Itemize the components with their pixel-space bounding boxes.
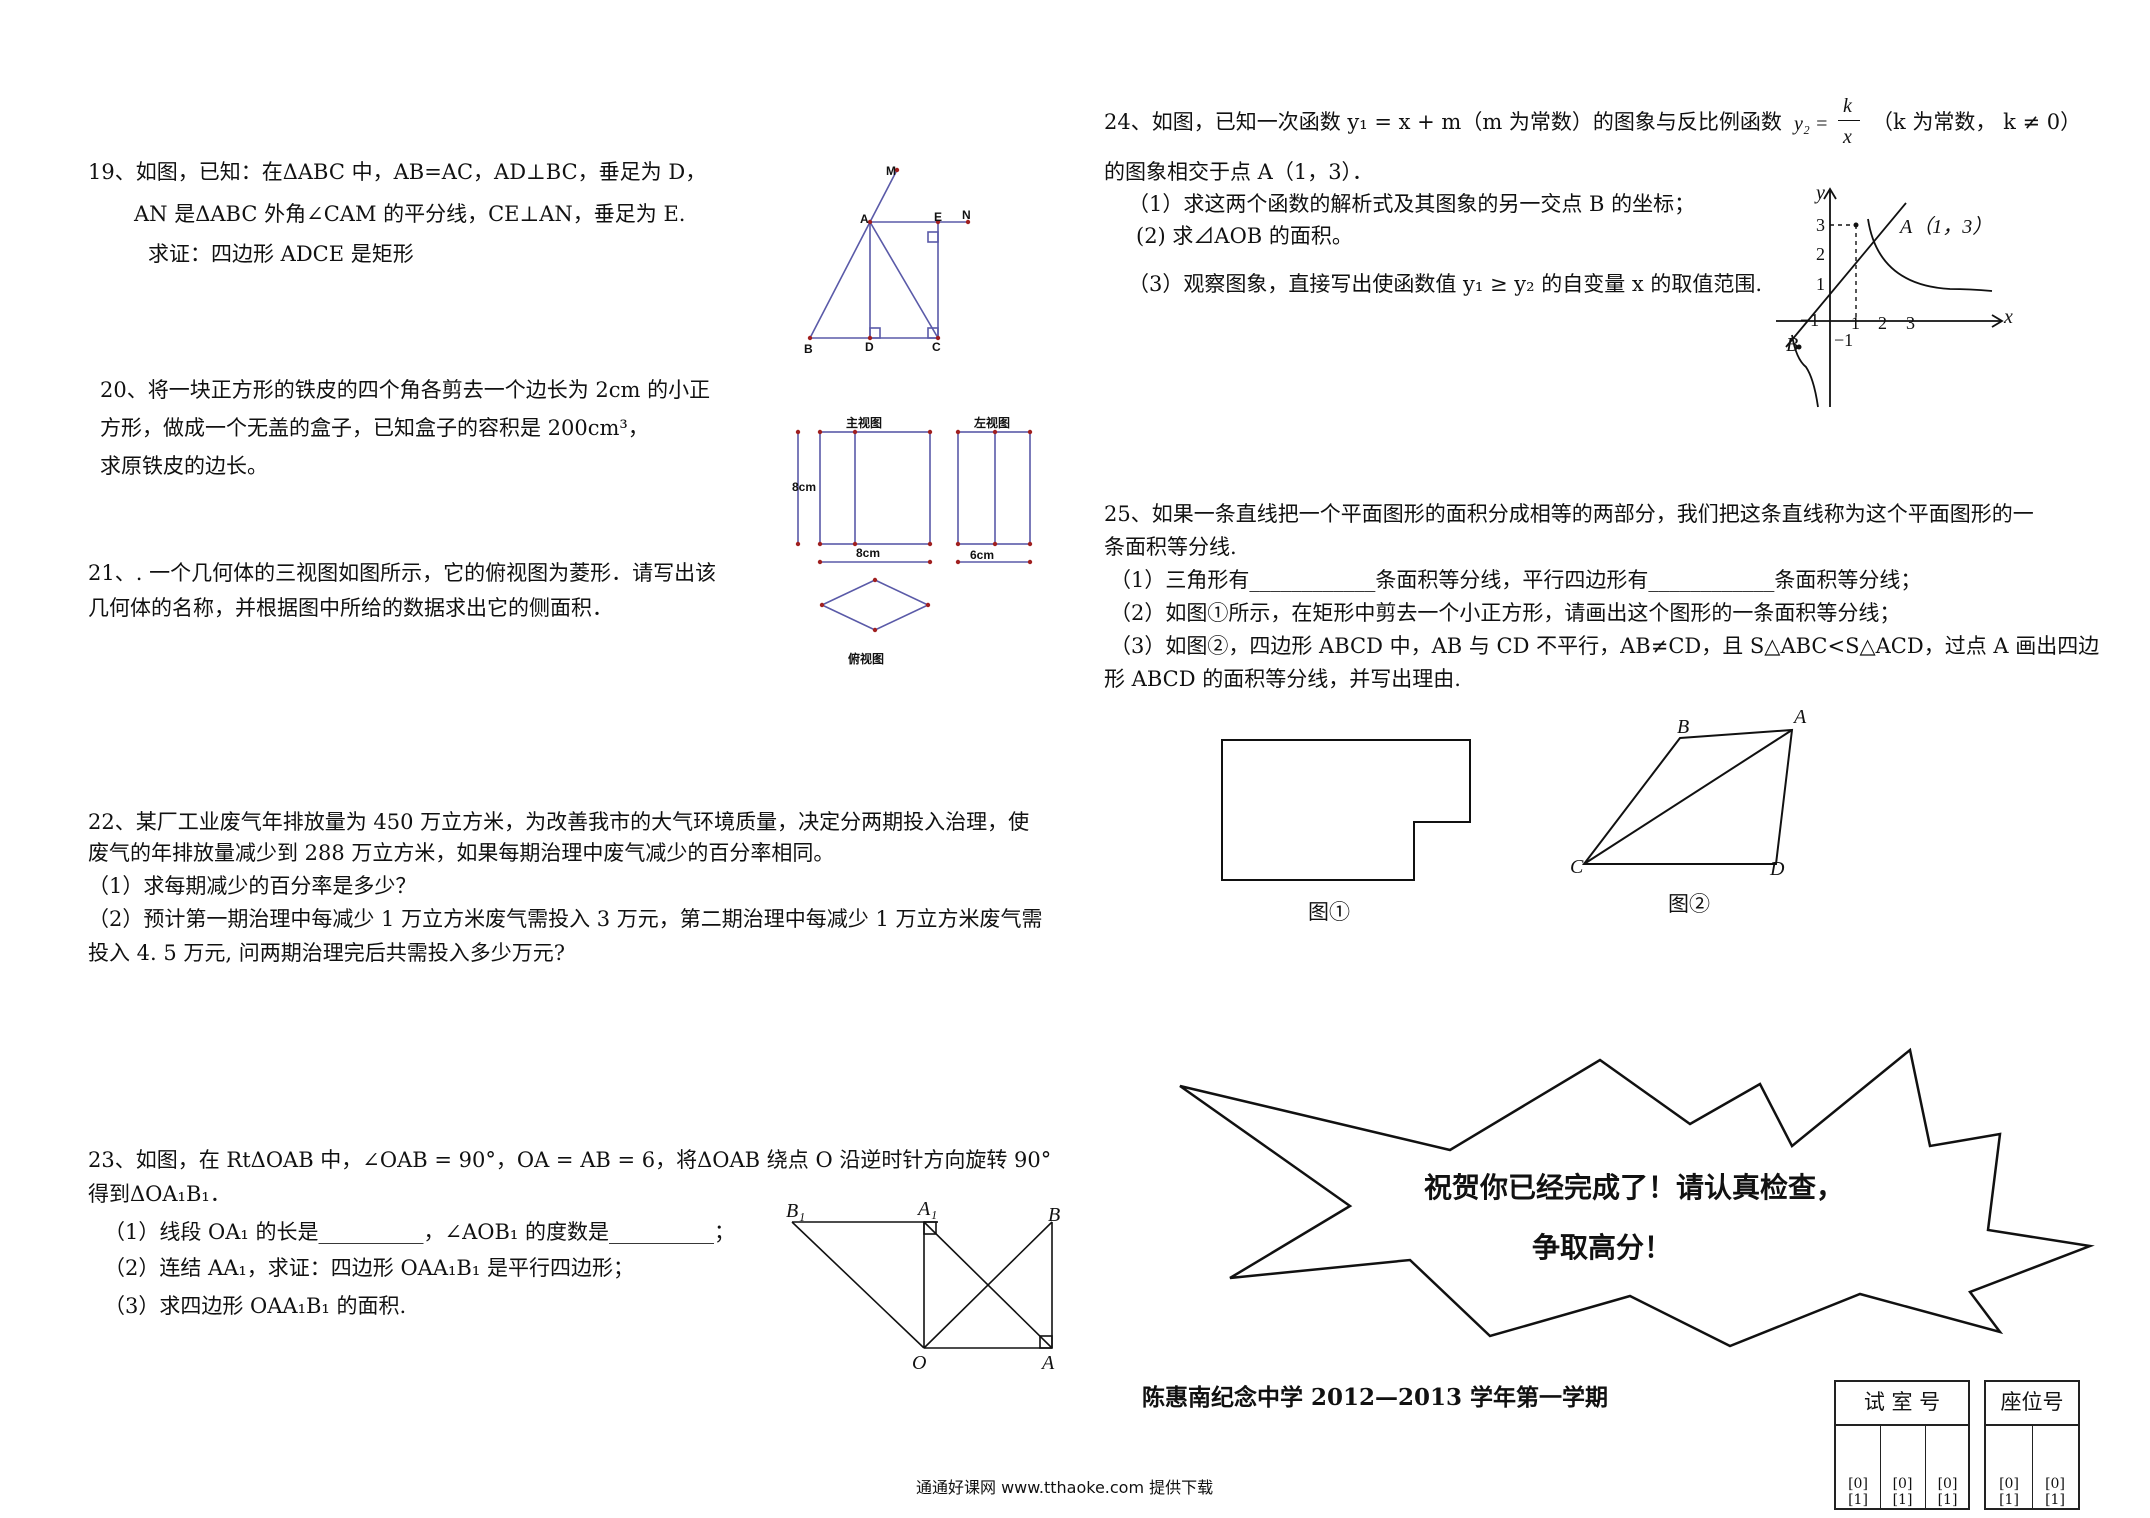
q24-line-1b: （k 为常数， k ≠ 0）: [1872, 110, 2082, 134]
q19-line-3: 求证：四边形 ADCE 是矩形: [148, 242, 414, 266]
q23-line-2: 得到ΔOA₁B₁．: [88, 1182, 231, 1206]
q24-tick-ym1: −1: [1834, 330, 1854, 350]
q25-line-6: 形 ABCD 的面积等分线，并写出理由.: [1104, 667, 1461, 691]
q24-label-x: x: [2004, 306, 2013, 328]
q25-figure-2-caption: 图②: [1668, 892, 1710, 916]
exam-room-cell-2: [0] [1]: [1892, 1476, 1913, 1508]
footer-source: 通通好课网 www.tthaoke.com 提供下载: [916, 1478, 1214, 1497]
q19-label-d: D: [865, 340, 874, 354]
q19-label-a: A: [860, 212, 869, 226]
q24-label-b: B: [1786, 334, 1799, 356]
q24-formula-den: x: [1843, 126, 1852, 148]
q23-line-3: （1）线段 OA₁ 的长是__________，∠AOB₁ 的度数是______…: [104, 1220, 736, 1244]
q24-line-1: 24、如图，已知一次函数 y₁ = x + m（m 为常数）的图象与反比例函数: [1104, 110, 1782, 134]
q24-graph: [1776, 187, 2004, 408]
q19-figure: [807, 167, 971, 341]
q23-figure: [791, 1221, 1053, 1349]
q21-label-height: 8cm: [792, 480, 817, 494]
q21-label-top: 俯视图: [848, 652, 885, 666]
q21-label-front: 主视图: [846, 416, 883, 430]
q22-line-4: （2）预计第一期治理中每减少 1 万立方米废气需投入 3 万元，第二期治理中每减…: [88, 907, 1043, 931]
q21-three-views: [795, 429, 1033, 633]
q24-formula-lhs: y₂ =: [1794, 113, 1829, 135]
exam-room-cell-3: [0] [1]: [1937, 1476, 1958, 1508]
starburst-shape: [1179, 1047, 2095, 1348]
q24-tick-x3: 3: [1906, 313, 1915, 333]
q24-line-3: （1）求这两个函数的解析式及其图象的另一交点 B 的坐标；: [1128, 192, 1696, 216]
q24-line-5: （3）观察图象，直接写出使函数值 y₁ ≥ y₂ 的自变量 x 的取值范围.: [1128, 272, 1763, 296]
q23-label-b: B: [1048, 1204, 1061, 1226]
seat-cell-1: [0] [1]: [1999, 1476, 2019, 1508]
exam-room-header: 试 室 号: [1836, 1382, 1968, 1426]
q22-line-5: 投入 4. 5 万元, 问两期治理完后共需投入多少万元?: [88, 941, 566, 965]
q25-label-c: C: [1570, 856, 1584, 878]
q24-tick-y2: 2: [1816, 244, 1825, 264]
q24-label-a: A（1，3）: [1900, 216, 1993, 238]
q21-label-depth: 6cm: [970, 548, 995, 562]
q20-line-2: 方形，做成一个无盖的盒子，已知盒子的容积是 200cm³，: [100, 416, 649, 440]
q25-figure-2: [1581, 728, 1794, 865]
q19-label-e: E: [934, 210, 943, 224]
q25-line-2: 条面积等分线.: [1104, 535, 1237, 559]
q19-label-c: C: [932, 340, 941, 354]
q24-tick-x2: 2: [1878, 313, 1887, 333]
q23-label-a1: A₁: [918, 1198, 938, 1220]
q23-label-b1: B₁: [786, 1200, 806, 1222]
exam-room-box: 试 室 号 [0] [1] [0] [1] [0] [1]: [1834, 1380, 1970, 1510]
q23-line-4: （2）连结 AA₁，求证：四边形 OAA₁B₁ 是平行四边形；: [104, 1256, 634, 1280]
q19-line-2: AN 是ΔABC 外角∠CAM 的平分线，CE⊥AN，垂足为 E.: [134, 202, 686, 226]
q23-line-1: 23、如图，在 RtΔOAB 中，∠OAB = 90°，OA = AB = 6，…: [88, 1148, 1052, 1172]
q25-line-1: 25、如果一条直线把一个平面图形的面积分成相等的两部分，我们把这条直线称为这个平…: [1104, 502, 2034, 526]
q21-label-width: 8cm: [856, 546, 881, 560]
q24-formula-num: k: [1843, 95, 1852, 117]
q24-label-y: y: [1816, 182, 1825, 204]
q23-label-o: O: [912, 1352, 927, 1374]
q19-label-n: N: [962, 208, 971, 222]
exam-room-cell-1: [0] [1]: [1848, 1476, 1868, 1508]
congrats-line-2: 争取高分！: [1532, 1231, 1673, 1264]
q21-line-1: 21、. 一个几何体的三视图如图所示，它的俯视图为菱形．请写出该: [88, 561, 717, 585]
q23-line-5: （3）求四边形 OAA₁B₁ 的面积.: [104, 1294, 407, 1318]
school-term-title: 陈惠南纪念中学 2012—2013 学年第一学期: [1142, 1384, 1609, 1411]
q24-tick-y3: 3: [1816, 215, 1825, 235]
q20-line-1: 20、将一块正方形的铁皮的四个角各剪去一个边长为 2cm 的小正: [100, 378, 711, 402]
q25-figure-1-caption: 图①: [1308, 900, 1350, 924]
q19-line-1: 19、如图，已知：在ΔABC 中，AB=AC，AD⊥BC，垂足为 D，: [88, 160, 707, 184]
q23-label-a: A: [1042, 1352, 1055, 1374]
q21-line-2: 几何体的名称，并根据图中所给的数据求出它的侧面积．: [88, 596, 613, 620]
q22-line-2: 废气的年排放量减少到 288 万立方米，如果每期治理中废气减少的百分率相同。: [88, 841, 835, 865]
q21-label-left: 左视图: [974, 416, 1011, 430]
q19-label-b: B: [804, 342, 813, 356]
q22-line-1: 22、某厂工业废气年排放量为 450 万立方米，为改善我市的大气环境质量，决定分…: [88, 810, 1030, 834]
q24-tick-y1: 1: [1816, 274, 1825, 294]
q24-line-4: (2) 求⊿AOB 的面积。: [1136, 224, 1353, 248]
seat-cell-2: [0] [1]: [2045, 1476, 2065, 1508]
q22-line-3: （1）求每期减少的百分率是多少？: [88, 874, 417, 898]
q24-line-2: 的图象相交于点 A（1，3）．: [1104, 160, 1374, 184]
q19-label-m: M: [886, 164, 896, 178]
q25-label-b: B: [1677, 716, 1690, 738]
congrats-line-1: 祝贺你已经完成了！请认真检查，: [1424, 1171, 1845, 1204]
q25-line-3: （1）三角形有____________条面积等分线，平行四边形有________…: [1110, 568, 1922, 592]
q25-label-a: A: [1794, 706, 1807, 728]
seat-number-box: 座位号 [0] [1] [0] [1]: [1984, 1380, 2080, 1510]
seat-number-header: 座位号: [1986, 1382, 2078, 1426]
q24-tick-xm1: −1: [1800, 310, 1820, 330]
q25-figure-1: [1221, 739, 1471, 881]
q25-label-d: D: [1770, 858, 1785, 880]
q20-line-3: 求原铁皮的边长。: [100, 454, 268, 478]
q25-line-4: （2）如图①所示，在矩形中剪去一个小正方形，请画出这个图形的一条面积等分线；: [1110, 601, 1901, 625]
q24-formula-bar: [1838, 120, 1860, 121]
q25-line-5: （3）如图②，四边形 ABCD 中，AB 与 CD 不平行，AB≠CD，且 S△…: [1110, 634, 2100, 658]
q24-tick-x1: 1: [1851, 313, 1860, 333]
